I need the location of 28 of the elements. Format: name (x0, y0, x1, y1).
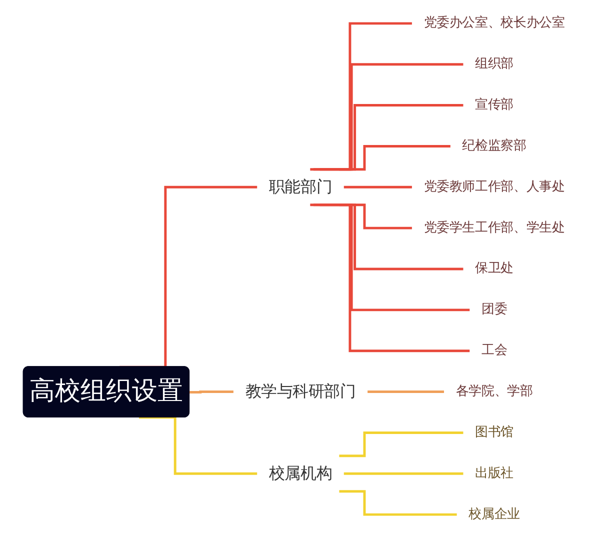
connector (368, 390, 444, 394)
node-text: 校属企业 (468, 506, 520, 522)
connector (310, 22, 412, 171)
connector (339, 144, 450, 171)
node-text: 各学院、学部 (456, 384, 533, 399)
connector (344, 186, 412, 188)
node-text: 教学与科研部门 (245, 382, 356, 401)
node-text: 团委 (481, 302, 508, 318)
connector (190, 390, 234, 394)
node-text: 校属机构 (268, 464, 332, 483)
connector (313, 63, 464, 171)
node-text: 组织部 (475, 56, 514, 72)
connector (320, 104, 464, 171)
connector (138, 416, 258, 475)
node-text: 宣传部 (475, 98, 514, 112)
connector (344, 472, 464, 475)
node-text: 党委教师工作部、人事处 (424, 180, 565, 194)
connector (339, 431, 464, 458)
node-text: 党委办公室、校长办公室 (424, 16, 565, 31)
node-text: 工会 (481, 343, 508, 358)
node-text: 图书馆 (475, 425, 514, 440)
node-text: 出版社 (475, 466, 514, 481)
node-text: 纪检监察部 (462, 138, 526, 154)
node-text: 职能部门 (268, 177, 332, 196)
connector (310, 204, 470, 352)
connector (339, 490, 457, 516)
node-text: 党委学生工作部、学生处 (424, 220, 565, 236)
node-text: 保卫处 (475, 261, 514, 276)
